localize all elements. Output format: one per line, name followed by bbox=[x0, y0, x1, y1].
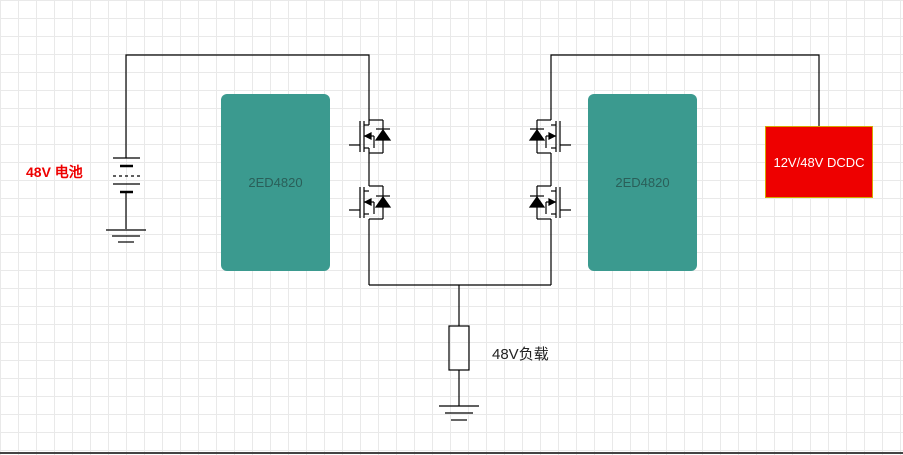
load-resistor bbox=[448, 325, 470, 371]
driver-chip-right: 2ED4820 bbox=[588, 94, 697, 271]
dcdc-label: 12V/48V DCDC bbox=[773, 154, 865, 170]
diode-left-bottom bbox=[374, 195, 392, 208]
dcdc-converter-box: 12V/48V DCDC bbox=[765, 126, 873, 198]
mosfet-left-bottom bbox=[349, 168, 384, 285]
wire-dcdc bbox=[550, 54, 820, 126]
wire-battery-top bbox=[125, 54, 370, 150]
battery-label: 48V 电池 bbox=[26, 164, 83, 180]
arrow-left-bottom bbox=[363, 198, 372, 206]
arrow-left-top bbox=[363, 132, 372, 140]
arrow-right-bottom bbox=[548, 198, 557, 206]
wire-common-node bbox=[369, 284, 551, 326]
mosfet-right-bottom bbox=[536, 168, 571, 285]
ground-load bbox=[439, 405, 479, 421]
diode-right-top bbox=[528, 128, 546, 141]
diode-left-top bbox=[374, 128, 392, 141]
load-label: 48V负载 bbox=[492, 346, 549, 363]
arrow-right-top bbox=[548, 132, 557, 140]
driver-chip-left-label: 2ED4820 bbox=[248, 175, 303, 190]
diode-right-bottom bbox=[528, 195, 546, 208]
bottom-border bbox=[0, 452, 903, 454]
ground-battery bbox=[106, 229, 146, 243]
driver-chip-left: 2ED4820 bbox=[221, 94, 330, 271]
driver-chip-right-label: 2ED4820 bbox=[615, 175, 670, 190]
battery-symbol bbox=[113, 150, 140, 229]
